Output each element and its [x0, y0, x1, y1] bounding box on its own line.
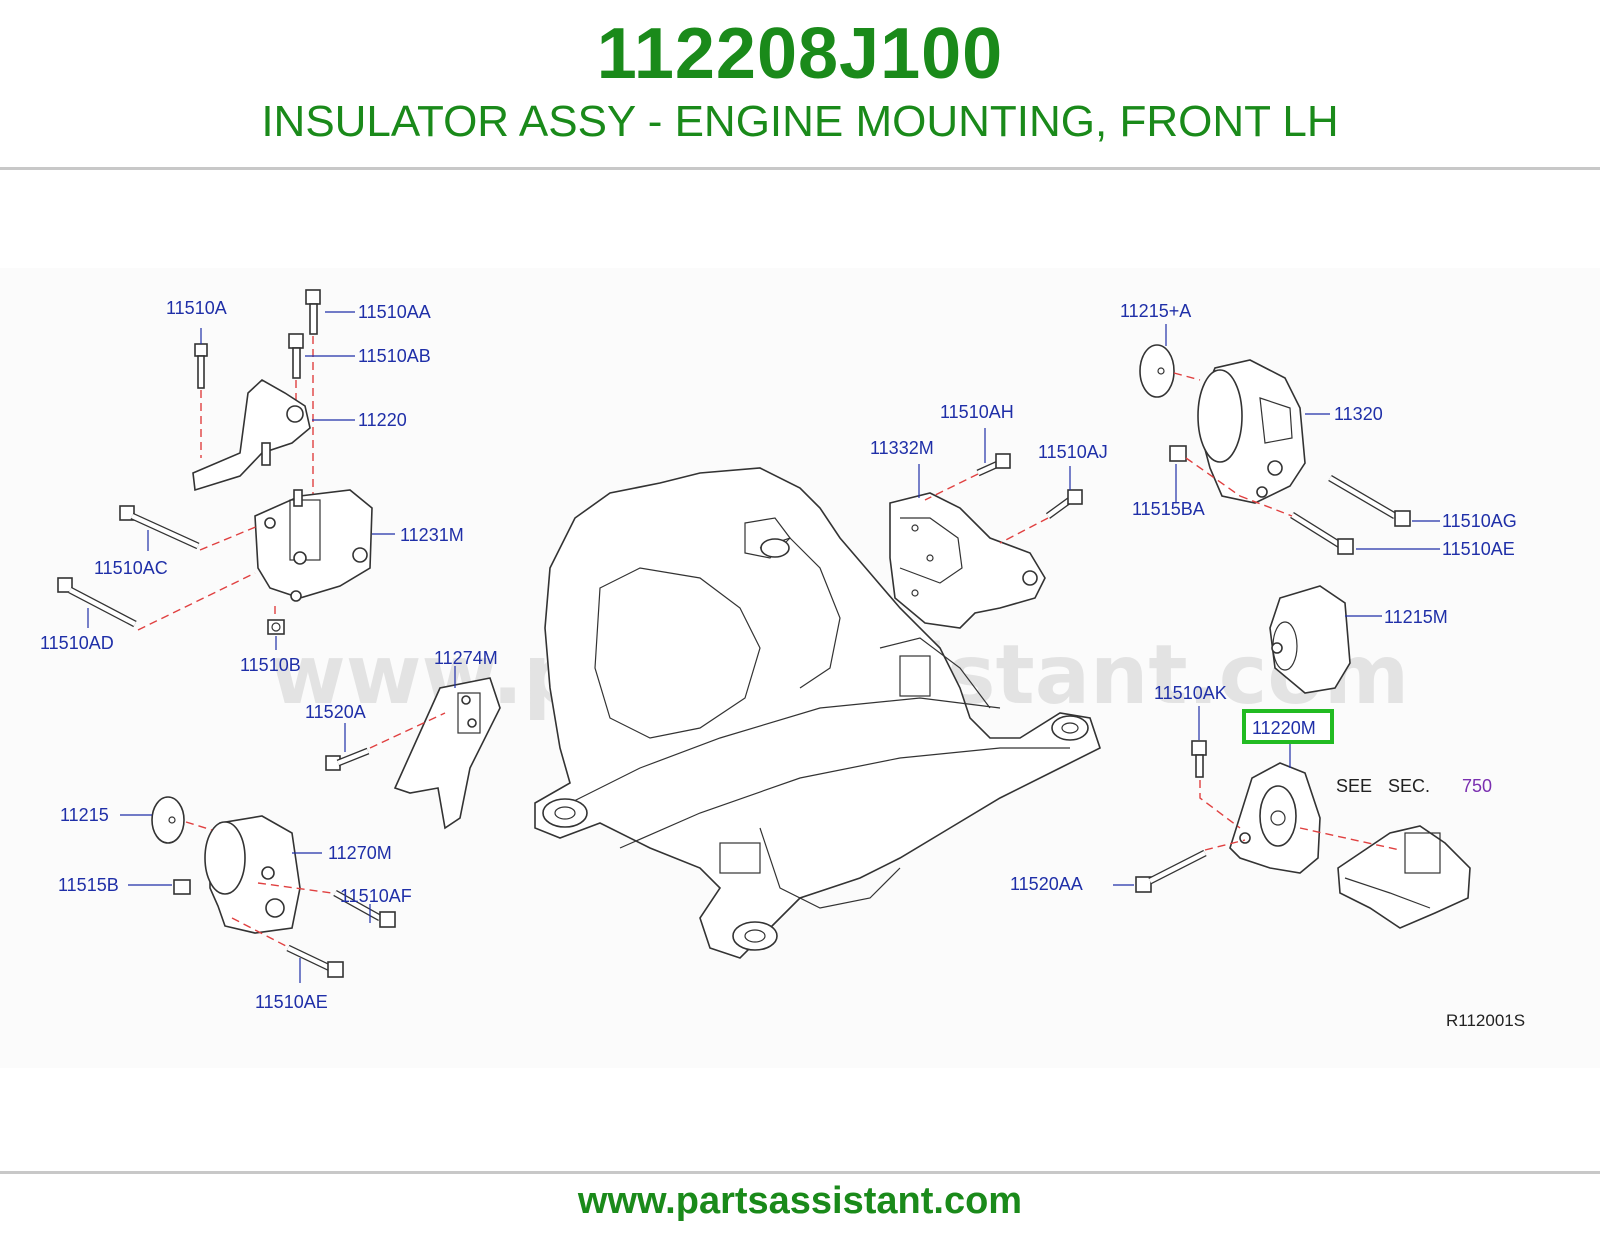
diagram-canvas: www.partsassistant.com: [40, 289, 1525, 1030]
callout-11332M[interactable]: 11332M: [870, 438, 934, 458]
bolt-11510AF[interactable]: [333, 889, 396, 928]
stopper-11215M[interactable]: [1269, 585, 1351, 694]
bolt-11510AG[interactable]: [1328, 474, 1411, 527]
callout-11520AA[interactable]: 11520AA: [1010, 874, 1083, 894]
see-label: SEE: [1336, 776, 1372, 796]
bolt-11510AC[interactable]: [119, 505, 200, 550]
bolt-11510AJ[interactable]: [1045, 489, 1083, 519]
callout-11520A[interactable]: 11520A: [305, 702, 366, 722]
callout-11510AH[interactable]: 11510AH: [940, 402, 1014, 422]
callout-11320[interactable]: 11320: [1334, 404, 1383, 424]
crossmember-bracket-sec-750[interactable]: [1337, 825, 1471, 929]
callout-11231M[interactable]: 11231M: [400, 525, 464, 545]
callout-11510AE-right[interactable]: 11510AE: [1442, 539, 1515, 559]
bolt-11510AA[interactable]: [305, 289, 321, 335]
nut-11515B[interactable]: [173, 879, 191, 895]
header-divider: [0, 167, 1600, 170]
callout-11270M[interactable]: 11270M: [328, 843, 392, 863]
callout-11515B[interactable]: 11515B: [58, 875, 119, 895]
callout-11215M[interactable]: 11215M: [1384, 607, 1448, 627]
centerline-11274M: [369, 712, 446, 749]
callout-11220M[interactable]: 11220M: [1252, 718, 1316, 738]
insulator-11270M[interactable]: [204, 815, 301, 934]
callout-11515BA[interactable]: 11515BA: [1132, 499, 1205, 519]
sec-label: SEC.: [1388, 776, 1430, 796]
callout-11215[interactable]: 11215: [60, 805, 109, 825]
bolt-11520AA[interactable]: [1135, 849, 1207, 893]
callout-11220[interactable]: 11220: [358, 410, 407, 430]
centerline-bracket: [137, 525, 276, 631]
centerline-11220M: [1199, 780, 1401, 851]
bracket-11332M[interactable]: [889, 492, 1046, 629]
bolt-11510AH[interactable]: [976, 453, 1011, 477]
callout-11274M[interactable]: 11274M: [434, 648, 498, 668]
callout-11510AA[interactable]: 11510AA: [358, 302, 431, 322]
callout-11510AG[interactable]: 11510AG: [1442, 511, 1517, 531]
footer-website-link[interactable]: www.partsassistant.com: [577, 1180, 1023, 1222]
bolt-11510AD[interactable]: [57, 577, 137, 628]
nut-11510B[interactable]: [267, 619, 285, 635]
bolt-11510AK[interactable]: [1191, 740, 1207, 778]
centerline-11332M: [924, 473, 1049, 544]
bolt-11510A[interactable]: [194, 343, 208, 389]
callout-11510A[interactable]: 11510A: [166, 298, 227, 318]
footer-divider: [0, 1171, 1600, 1174]
bolt-11520A[interactable]: [325, 747, 370, 771]
centerline-upper: [200, 336, 314, 498]
callout-11510B[interactable]: 11510B: [240, 655, 301, 675]
callout-11510AK[interactable]: 11510AK: [1154, 683, 1227, 703]
insulator-11220[interactable]: [192, 379, 311, 492]
bolt-11510AE-left[interactable]: [286, 944, 344, 978]
nut-11515BA[interactable]: [1169, 445, 1187, 462]
insulator-11220M[interactable]: [1229, 762, 1321, 874]
callout-11510AF[interactable]: 11510AF: [340, 886, 412, 906]
insulator-11320[interactable]: [1197, 359, 1306, 504]
reference-code: R112001S: [1446, 1011, 1525, 1030]
bracket-11231M[interactable]: [254, 489, 373, 602]
sec-750-link[interactable]: 750: [1462, 776, 1492, 796]
engine-subframe-assembly: [534, 467, 1101, 959]
highlight-box-11220M: [1242, 709, 1334, 744]
callout-11510AB[interactable]: 11510AB: [358, 346, 431, 366]
part-description: INSULATOR ASSY - ENGINE MOUNTING, FRONT …: [261, 97, 1339, 146]
page-header: 112208J100 INSULATOR ASSY - ENGINE MOUNT…: [0, 0, 1600, 168]
callout-11510AD[interactable]: 11510AD: [40, 633, 114, 653]
part-number-title: 112208J100: [596, 14, 1004, 94]
callout-11510AC[interactable]: 11510AC: [94, 558, 168, 578]
centerline-11320: [1173, 372, 1293, 517]
washer-11215-plus-a[interactable]: [1139, 344, 1175, 398]
bolt-11510AB[interactable]: [288, 333, 304, 379]
washer-11215[interactable]: [151, 796, 185, 844]
callout-11510AE-left[interactable]: 11510AE: [255, 992, 328, 1012]
centerline-lower-left: [185, 821, 333, 947]
callout-11215-plus-a[interactable]: 11215+A: [1120, 301, 1191, 321]
parts-diagram: www.partsassistant.com: [0, 268, 1600, 1068]
bracket-11274M[interactable]: [393, 677, 501, 830]
bolt-11510AE-right[interactable]: [1290, 512, 1354, 555]
callout-11510AJ[interactable]: 11510AJ: [1038, 442, 1108, 462]
